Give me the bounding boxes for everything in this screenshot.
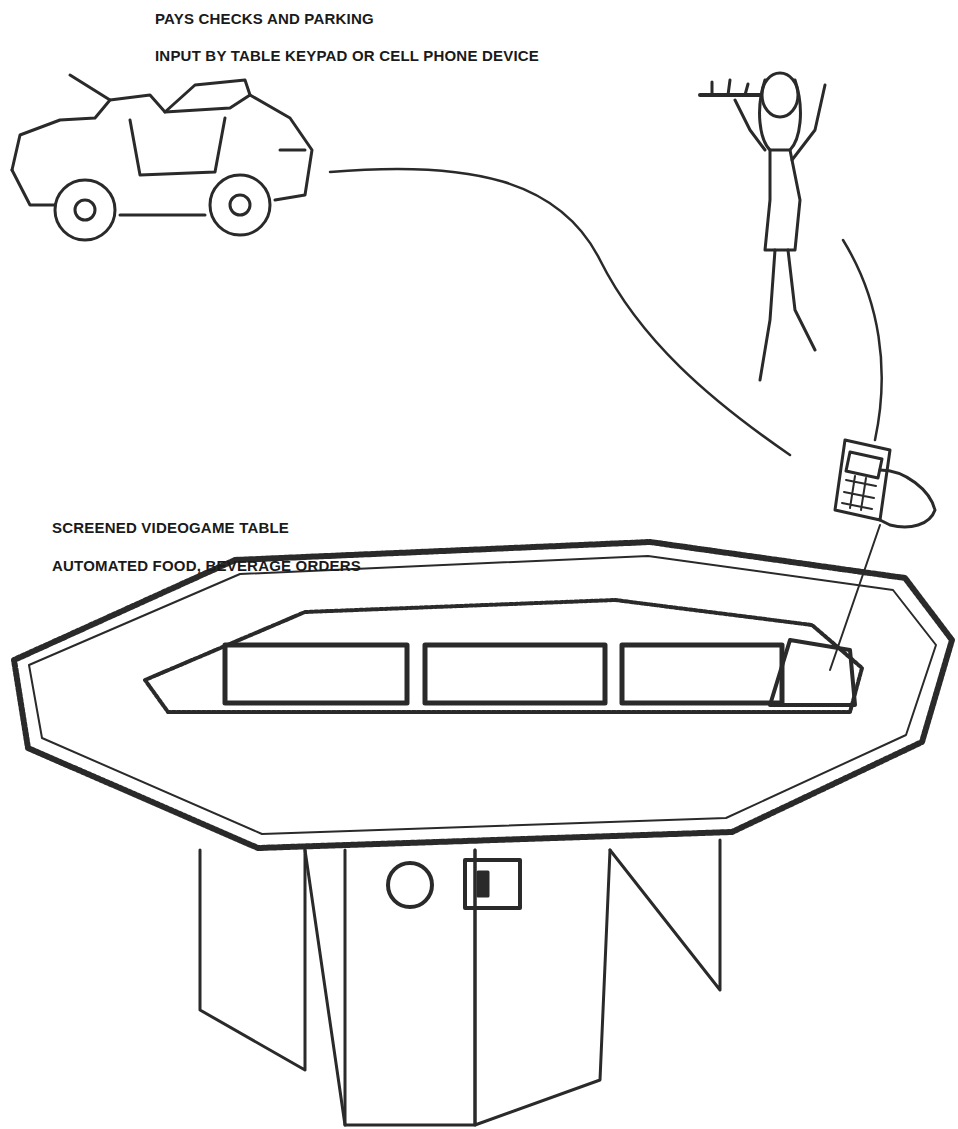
phone-keypad <box>842 476 876 510</box>
cell-phone-drawing <box>830 440 935 670</box>
pedestal-panel <box>475 850 610 1125</box>
waitress-drawing <box>700 73 825 380</box>
waitress-head <box>762 73 798 117</box>
caption-label: PAYS CHECKS AND PARKING <box>155 10 374 27</box>
phone-body <box>835 440 890 520</box>
card-slot <box>478 872 488 896</box>
car-body <box>12 95 312 200</box>
waitress-dress <box>765 150 800 250</box>
screen-recess <box>145 600 862 712</box>
coin-slot <box>388 863 432 907</box>
car-windshield <box>70 75 250 112</box>
pedestal-panel <box>305 850 475 1125</box>
car-light <box>280 149 305 152</box>
tray <box>700 93 760 97</box>
pedestal-panel <box>200 850 305 1070</box>
leader-curve <box>843 240 882 440</box>
game-screen <box>622 645 782 703</box>
car-hub <box>230 195 250 215</box>
hand <box>880 470 935 527</box>
tray-items <box>712 80 748 95</box>
caption-label: INPUT BY TABLE KEYPAD OR CELL PHONE DEVI… <box>155 47 539 64</box>
game-screen <box>225 645 407 703</box>
car-hub <box>75 200 95 220</box>
waitress-legs <box>760 250 815 380</box>
car-drawing <box>12 75 312 240</box>
table-top-inner <box>29 556 936 834</box>
car-wheel <box>55 180 115 240</box>
car-wheel <box>210 175 270 235</box>
card-reader <box>465 860 520 908</box>
phone-screen <box>846 452 882 478</box>
table-top-outer <box>14 542 952 848</box>
caption-label: SCREENED VIDEOGAME TABLE <box>52 519 289 536</box>
leader-curve <box>330 169 790 455</box>
pedestal-edge <box>344 850 347 1125</box>
table-keypad <box>770 640 855 705</box>
waitress-hair <box>760 80 801 150</box>
game-screen <box>425 645 605 703</box>
waitress-arm <box>792 85 825 160</box>
videogame-table-drawing <box>14 542 952 1125</box>
pedestal-panel <box>610 840 720 990</box>
car-door <box>130 118 225 175</box>
caption-label: AUTOMATED FOOD, BEVERAGE ORDERS <box>52 557 361 574</box>
